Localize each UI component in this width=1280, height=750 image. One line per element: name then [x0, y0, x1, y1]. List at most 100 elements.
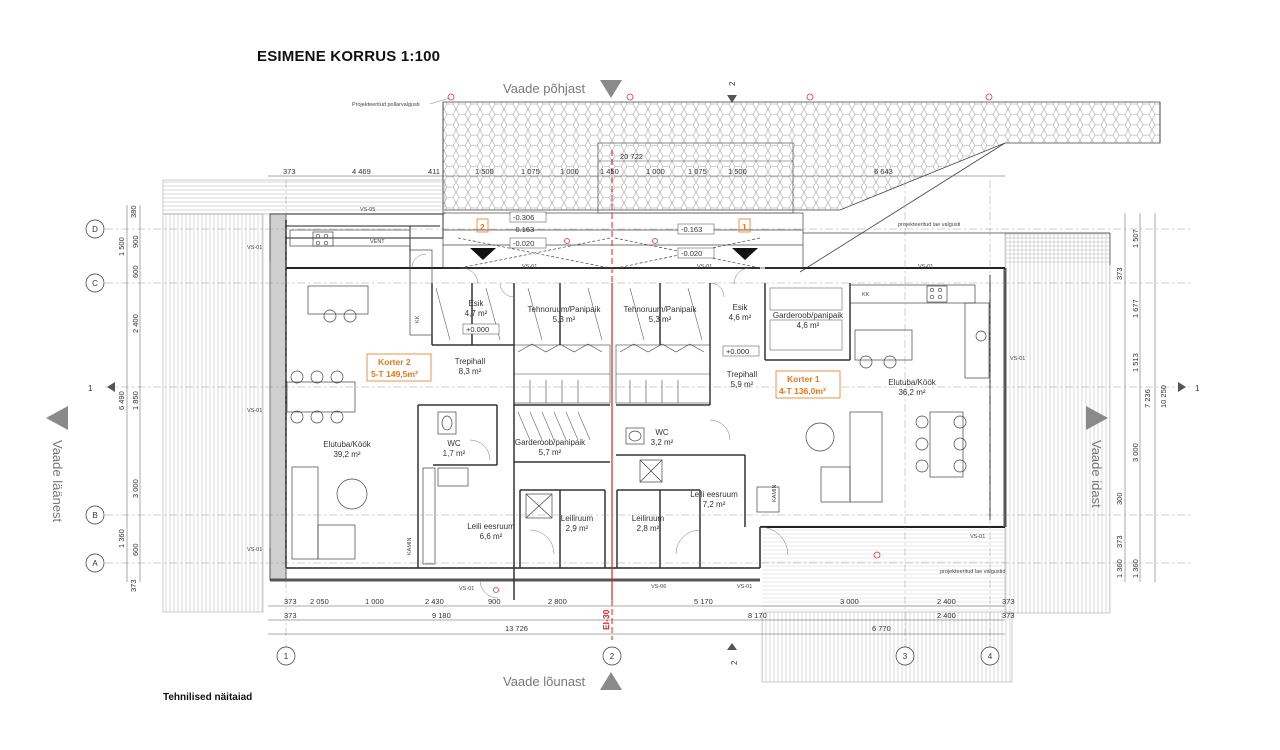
dim-bottom2-3: 2 400	[937, 611, 956, 620]
dim-bottom1-1: 2 050	[310, 597, 329, 606]
dim-left-group: 380 1 500 900 600 2 400 6 490 1 850 3 00…	[117, 205, 140, 592]
axis-marker-1	[276, 646, 296, 666]
dim-top-2: 411	[428, 167, 440, 176]
tag-vs01-i: VS-01	[522, 264, 537, 270]
stairs	[513, 343, 711, 404]
dim-bottom1-7: 3 000	[840, 597, 859, 606]
room-name-2: Tehnoruum/Panipaik	[528, 305, 602, 314]
axis-marker-3	[895, 646, 915, 666]
level-5: +0.000	[466, 325, 489, 334]
room-name-6: Trepihall	[455, 357, 486, 366]
tag-vs01-b: VS-01	[247, 408, 262, 414]
view-arrows	[46, 80, 1108, 690]
room-name-10: Garderoob/panipaik	[515, 438, 586, 447]
section-marks: 1 1 2 2	[88, 81, 1200, 665]
tag-vent: VENT	[370, 239, 385, 245]
view-label-west: Vaade läänest	[50, 440, 65, 523]
tag-vs01-g: VS-01	[459, 586, 474, 592]
room-name-5: Garderoob/panipaik	[773, 311, 844, 320]
level-3: -0.020	[513, 239, 534, 248]
dim-top-0: 373	[283, 167, 296, 176]
dim-right-5: 300	[1115, 492, 1124, 505]
note-ceiling-light-top: projekteeritud lae valgusti	[898, 222, 960, 228]
room-name-13: Leiliruum	[561, 514, 594, 523]
tag-kk-west: KK	[415, 315, 421, 323]
view-label-south: Vaade lõunast	[503, 674, 586, 689]
tag-vs06: VS-06	[651, 584, 666, 590]
room-area-12: 6,6 m²	[480, 532, 503, 541]
axis-markers	[85, 219, 1000, 666]
dim-top-6: 1 450	[600, 167, 619, 176]
dim-right-6: 373	[1115, 535, 1124, 548]
axis-letter-d: D	[92, 225, 98, 234]
level-0: -0.306	[513, 213, 534, 222]
room-name-15: Leili eesruum	[690, 490, 738, 499]
axis-letter-c: C	[92, 279, 98, 288]
axis-marker-c	[85, 273, 105, 293]
section-mark-bottom: 2	[730, 660, 739, 665]
axis-number-4: 4	[988, 652, 993, 661]
room-area-4: 4,6 m²	[729, 313, 752, 322]
dim-bottom1-0: 373	[284, 597, 297, 606]
dim-right-0: 1 507	[1131, 229, 1140, 248]
dim-bottom1-3: 2 430	[425, 597, 444, 606]
tag-vs01-a: VS-01	[247, 245, 262, 251]
axis-grid	[105, 180, 1190, 648]
dim-right-9: 7 236	[1143, 389, 1152, 408]
bollard-lights	[447, 93, 993, 593]
room-name-14: Leiliruum	[632, 514, 665, 523]
dim-top-9: 1 500	[728, 167, 747, 176]
room-area-3: 5,3 m²	[649, 315, 672, 324]
axis-number-1: 1	[284, 652, 289, 661]
dim-right-3: 1 513	[1131, 353, 1140, 372]
dim-bottom2-0: 373	[284, 611, 297, 620]
room-area-6: 8,3 m²	[459, 367, 482, 376]
room-name-12: Leili eesruum	[467, 522, 515, 531]
dim-bottom3-0: 13 726	[505, 624, 528, 633]
apartment-2-name: Korter 2	[378, 357, 411, 367]
room-area-5: 4,6 m²	[797, 321, 820, 330]
dim-bottom1-8: 2 400	[937, 597, 956, 606]
room-area-1: 4,7 m²	[465, 309, 488, 318]
tag-vs01-d: VS-01	[1010, 356, 1025, 362]
entrance-number-1: 1	[742, 222, 747, 232]
apartment-1-name: Korter 1	[787, 374, 820, 384]
room-area-2: 5,3 m²	[553, 315, 576, 324]
dim-top-group: 373 4 469 411 1 500 1 075 1 000 1 450 1 …	[283, 152, 893, 176]
level-6: +0.000	[726, 347, 749, 356]
dim-right-10: 10 250	[1159, 385, 1168, 408]
apartment-2-spec: 5-T 149,5m²	[371, 369, 418, 379]
dim-right-4: 3 000	[1131, 443, 1140, 462]
view-arrow-east	[1086, 406, 1108, 430]
level-markers: -0.306 -0.163 -0.163 -0.020 -0.020 +0.00…	[462, 211, 760, 357]
room-name-3: Tehnoruum/Panipaik	[624, 305, 698, 314]
tag-vs01-j: VS-01	[697, 264, 712, 270]
dim-top-4: 1 075	[521, 167, 540, 176]
dim-right-2: 1 677	[1131, 299, 1140, 318]
axis-marker-2	[602, 646, 622, 666]
room-name-11: WC	[655, 428, 669, 437]
room-area-11: 3,2 m²	[651, 438, 674, 447]
dim-top-10: 6 643	[874, 167, 893, 176]
fire-wall-label: EI-30	[601, 609, 611, 630]
dim-right-7: 1 360	[1115, 559, 1124, 578]
dim-left-0: 380	[129, 205, 138, 218]
dim-left-3: 600	[131, 265, 140, 278]
room-area-7: 5,9 m²	[731, 380, 754, 389]
furniture-korter-1	[525, 284, 990, 519]
room-area-13: 2,9 m²	[566, 524, 589, 533]
wood-decks	[162, 179, 1111, 683]
dimension-lines	[126, 160, 1156, 635]
dim-bottom1-6: 5 170	[694, 597, 713, 606]
room-area-14: 2,8 m²	[637, 524, 660, 533]
axis-marker-b	[85, 505, 105, 525]
dim-bottom1-2: 1 000	[365, 597, 384, 606]
level-4: -0.020	[681, 249, 702, 258]
dim-left-8: 1 360	[117, 529, 126, 548]
dim-left-9: 600	[131, 543, 140, 556]
tag-vs01-f: VS-01	[970, 534, 985, 540]
dim-top-3: 1 500	[475, 167, 494, 176]
tag-vs01-e: VS-01	[918, 264, 933, 270]
room-area-10: 5,7 m²	[539, 448, 562, 457]
